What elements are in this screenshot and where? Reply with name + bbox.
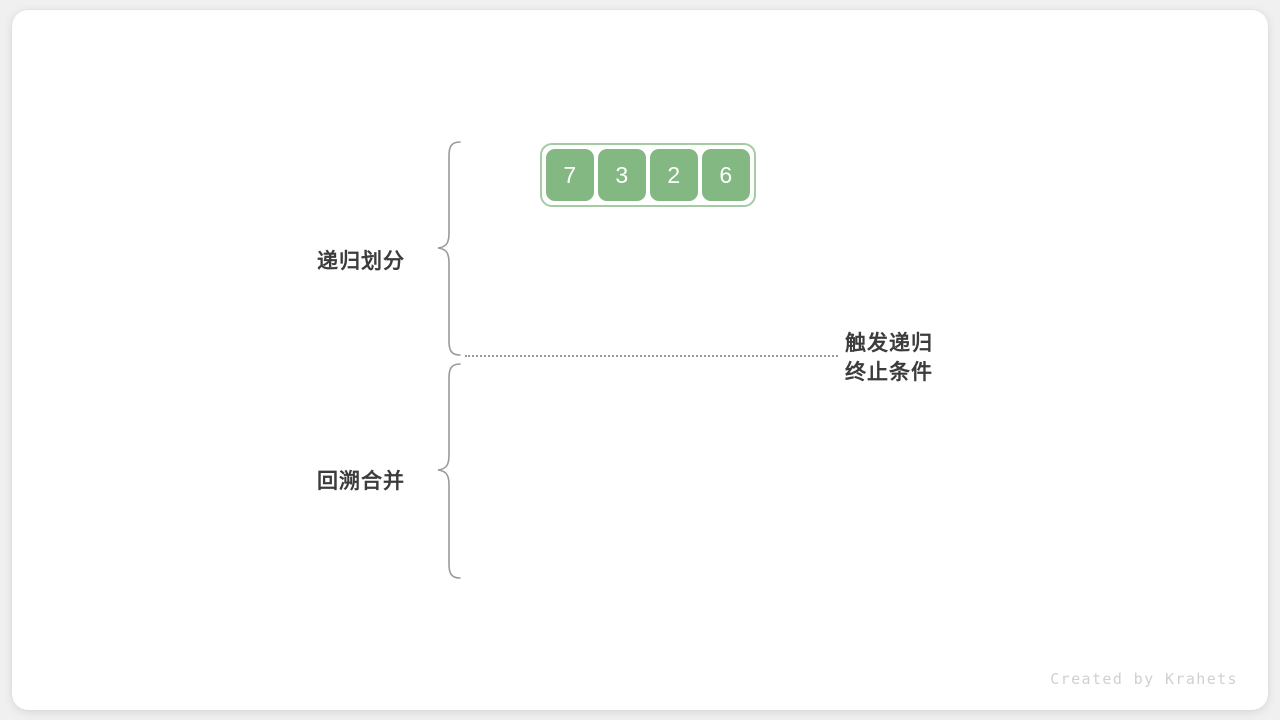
array-cell: 2 (650, 149, 698, 201)
base-case-annotation: 触发递归 终止条件 (845, 329, 933, 387)
recursion-base-case-divider (465, 355, 838, 357)
brace-recursive-partition (437, 141, 461, 356)
phase-label-recursive-partition: 递归划分 (317, 249, 405, 273)
brace-backtrack-merge (437, 363, 461, 579)
figure-surface: 7 3 2 6 递归划分 回溯合并 触发递归 终止条件 Created by K… (12, 10, 1268, 710)
base-case-annotation-line1: 触发递归 (845, 331, 933, 355)
phase-label-backtrack-merge: 回溯合并 (317, 469, 405, 493)
base-case-annotation-line2: 终止条件 (845, 360, 933, 384)
input-array: 7 3 2 6 (540, 143, 756, 207)
array-cell: 3 (598, 149, 646, 201)
array-cell: 6 (702, 149, 750, 201)
credit-text: Created by Krahets (1050, 670, 1238, 688)
array-cell: 7 (546, 149, 594, 201)
